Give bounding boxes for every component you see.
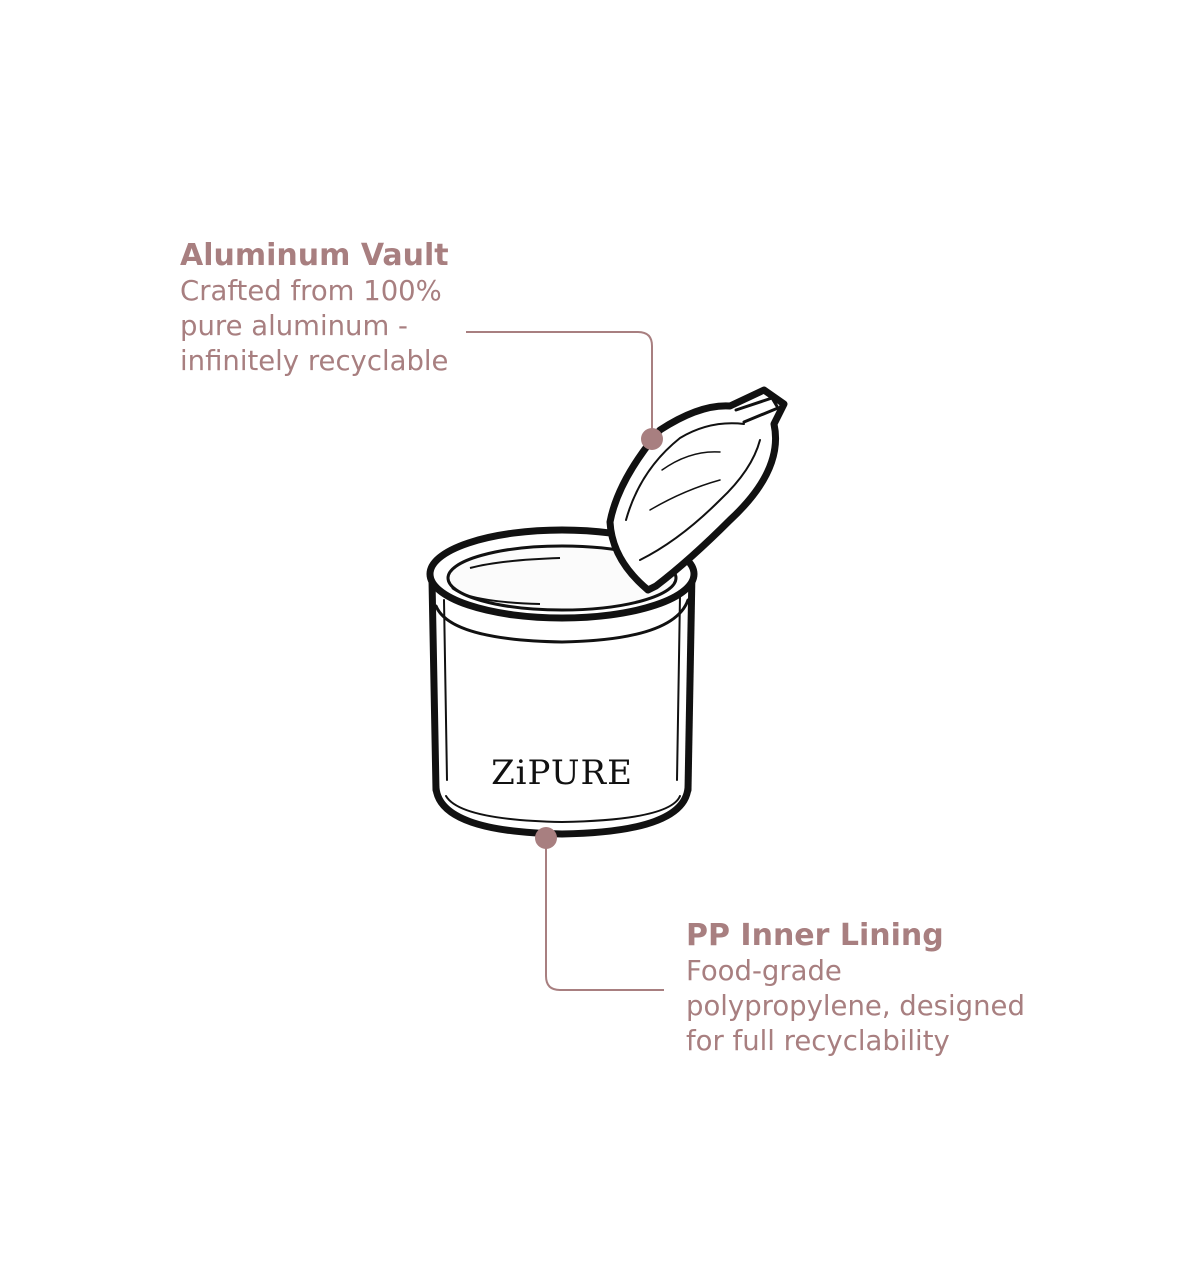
jar-body — [428, 568, 696, 838]
lid-flap — [606, 386, 788, 594]
aluminum-description: Crafted from 100% pure aluminum - infini… — [180, 275, 449, 377]
aluminum-callout: Aluminum Vault Crafted from 100% pure al… — [180, 238, 480, 379]
brand-label: ZiPURE — [491, 753, 633, 793]
aluminum-marker-dot — [641, 428, 663, 450]
pp-leader-line — [545, 838, 664, 991]
pp-marker-dot — [535, 827, 557, 849]
aluminum-leader-line — [466, 331, 653, 438]
pp-lining-callout: PP Inner Lining Food-grade polypropylene… — [686, 918, 1066, 1059]
aluminum-title: Aluminum Vault — [180, 238, 449, 273]
pp-lining-title: PP Inner Lining — [686, 918, 944, 953]
pp-lining-description: Food-grade polypropylene, designed for f… — [686, 955, 1025, 1057]
